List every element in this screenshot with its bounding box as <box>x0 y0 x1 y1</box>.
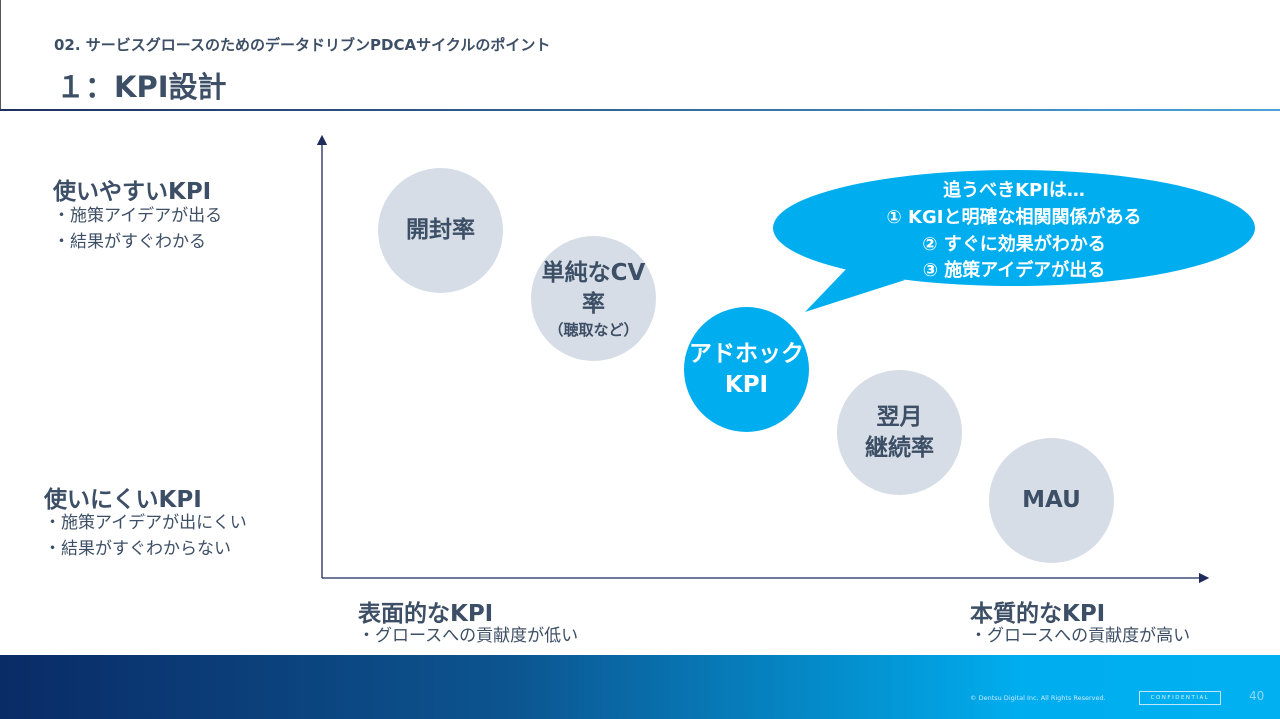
callout-line: ② すぐに効果がわかる <box>922 234 1106 255</box>
page-title: １：KPI設計 <box>56 70 227 104</box>
kpi-sublabel: （聴取など） <box>548 320 639 339</box>
x-right-point: ・グロースへの貢献度が高い <box>970 626 1191 646</box>
y-top-point: ・施策アイデアが出る <box>53 206 223 226</box>
y-bottom-heading: 使いにくいKPI <box>44 487 202 513</box>
callout-tail <box>805 265 905 312</box>
kpi-label: MAU <box>1022 487 1081 513</box>
copyright: © Dentsu Digital Inc. All Rights Reserve… <box>970 694 1106 702</box>
kpi-circle-open-rate: 開封率 <box>378 168 503 293</box>
kpi-circle-cv-rate: 単純なCV率 （聴取など） <box>531 236 656 361</box>
kpi-label: アドホック <box>689 340 804 367</box>
kpi-label: 開封率 <box>406 217 475 243</box>
y-bottom-point: ・施策アイデアが出にくい <box>44 513 247 533</box>
y-bottom-point: ・結果がすぐわからない <box>44 539 231 559</box>
header-divider <box>0 109 1280 111</box>
callout-line: ① KGIと明確な相関関係がある <box>886 207 1142 228</box>
left-border <box>0 0 1 110</box>
kpi-circle-retention: 翌月継続率 <box>837 370 962 495</box>
kpi-label: 翌月 <box>876 403 923 430</box>
y-top-point: ・結果がすぐわかる <box>53 232 206 252</box>
callout-bubble <box>773 170 1255 286</box>
y-top-heading: 使いやすいKPI <box>53 179 212 205</box>
section-subtitle: 02. サービスグロースのためのデータドリブンPDCAサイクルのポイント <box>54 36 551 54</box>
x-left-point: ・グロースへの貢献度が低い <box>358 626 579 646</box>
footer-bar <box>0 655 1280 719</box>
callout-line: ③ 施策アイデアが出る <box>922 260 1106 281</box>
callout: 追うべきKPIは… ① KGIと明確な相関関係がある ② すぐに効果がわかる ③… <box>773 176 1255 286</box>
x-left-heading: 表面的なKPI <box>358 601 494 627</box>
kpi-label: KPI <box>724 371 769 398</box>
kpi-label: 継続率 <box>865 434 934 461</box>
page-number: 40 <box>1249 689 1265 703</box>
kpi-circle-mau: MAU <box>989 438 1114 563</box>
callout-line: 追うべきKPIは… <box>943 180 1085 201</box>
kpi-circle-adhoc: アドホック KPI <box>684 307 809 432</box>
x-right-heading: 本質的なKPI <box>970 601 1106 627</box>
kpi-label: 単純なCV率 <box>541 259 646 317</box>
confidential-badge: CONFIDENTIAL <box>1139 691 1221 705</box>
